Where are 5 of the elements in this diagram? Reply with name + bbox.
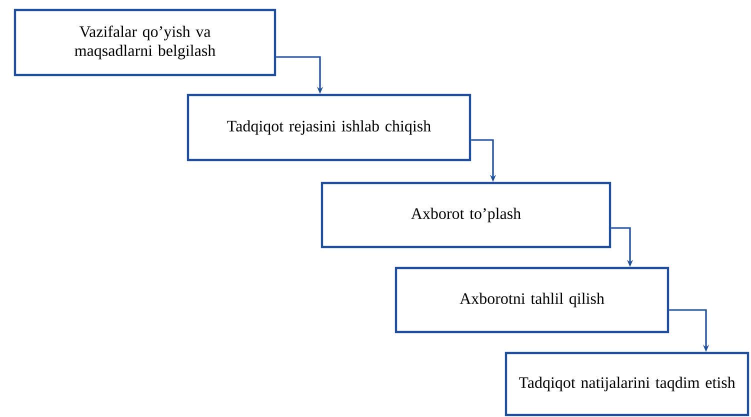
process-box: Vazifalar qo’yish va maqsadlarni belgilash: [14, 8, 276, 76]
process-box: Axborot to’plash: [320, 182, 612, 248]
process-box: Tadqiqot natijalarini taqdim etish: [504, 352, 750, 416]
process-box: Tadqiqot rejasini ishlab chiqish: [186, 94, 472, 162]
process-box: Axborotni tahlil qilish: [394, 266, 670, 334]
